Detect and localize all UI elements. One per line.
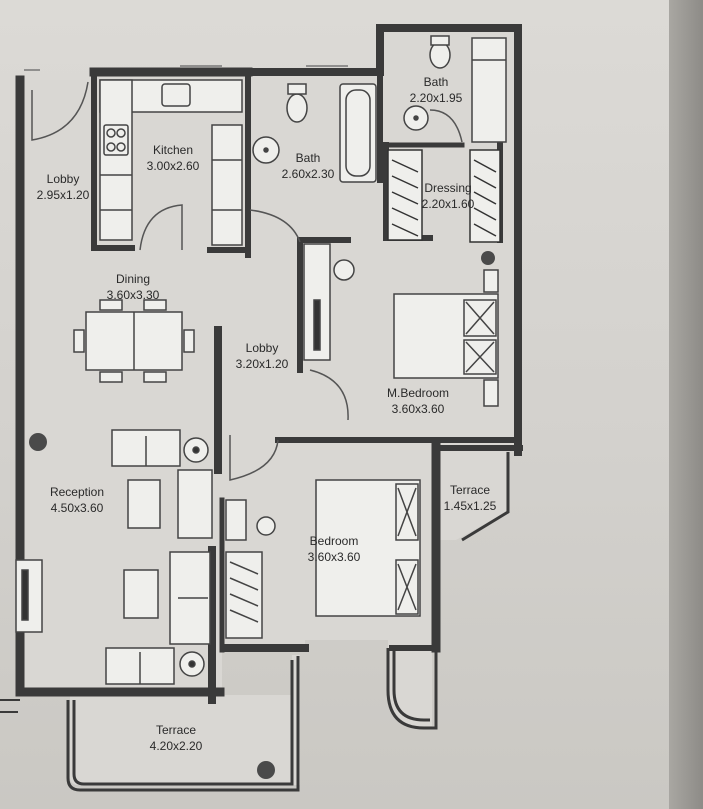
windows xyxy=(24,65,348,71)
room-size-lobby-entry: 2.95x1.20 xyxy=(37,188,90,202)
room-size-dressing: 2.20x1.60 xyxy=(422,197,475,211)
page-edge-shadow xyxy=(669,0,703,809)
room-size-terrace-main: 4.20x2.20 xyxy=(150,739,203,753)
floor-plan: Lobby 2.95x1.20 Kitchen 3.00x2.60 Bath 2… xyxy=(0,24,523,792)
dressing-wardrobes xyxy=(387,149,501,243)
terrace-railings xyxy=(0,452,510,792)
room-name-dining: Dining xyxy=(116,272,150,286)
kitchen-counters xyxy=(99,79,243,246)
room-name-kitchen: Kitchen xyxy=(153,143,193,157)
room-size-master-bedroom: 3.60x3.60 xyxy=(392,402,445,416)
room-name-bath-ensuite: Bath xyxy=(424,75,449,89)
room-name-lobby-entry: Lobby xyxy=(47,172,80,186)
room-name-bath-main: Bath xyxy=(296,151,321,165)
room-labels: Lobby 2.95x1.20 Kitchen 3.00x2.60 Bath 2… xyxy=(37,75,497,753)
bedroom-furniture xyxy=(225,479,421,639)
room-name-dressing: Dressing xyxy=(424,181,471,195)
door-swings xyxy=(31,81,463,481)
room-name-terrace-main: Terrace xyxy=(156,723,196,737)
room-name-lobby-inner: Lobby xyxy=(246,341,279,355)
main-bath-fixtures xyxy=(252,83,377,183)
room-size-bedroom: 3.60x3.60 xyxy=(308,550,361,564)
room-name-terrace-small: Terrace xyxy=(450,483,490,497)
room-size-bath-main: 2.60x2.30 xyxy=(282,167,335,181)
room-size-reception: 4.50x3.60 xyxy=(51,501,104,515)
dining-table-set xyxy=(73,299,195,383)
room-name-reception: Reception xyxy=(50,485,104,499)
room-size-lobby-inner: 3.20x1.20 xyxy=(236,357,289,371)
master-bedroom-furniture xyxy=(303,243,499,407)
room-name-bedroom: Bedroom xyxy=(310,534,359,548)
room-size-dining: 3.60x3.30 xyxy=(107,288,160,302)
room-size-terrace-small: 1.45x1.25 xyxy=(444,499,497,513)
plant-icon xyxy=(29,251,495,779)
room-name-master-bedroom: M.Bedroom xyxy=(387,386,449,400)
room-size-kitchen: 3.00x2.60 xyxy=(147,159,200,173)
reception-furniture xyxy=(15,429,213,685)
ensuite-bath-fixtures xyxy=(403,35,507,143)
room-size-bath-ensuite: 2.20x1.95 xyxy=(410,91,463,105)
walls xyxy=(15,24,523,704)
